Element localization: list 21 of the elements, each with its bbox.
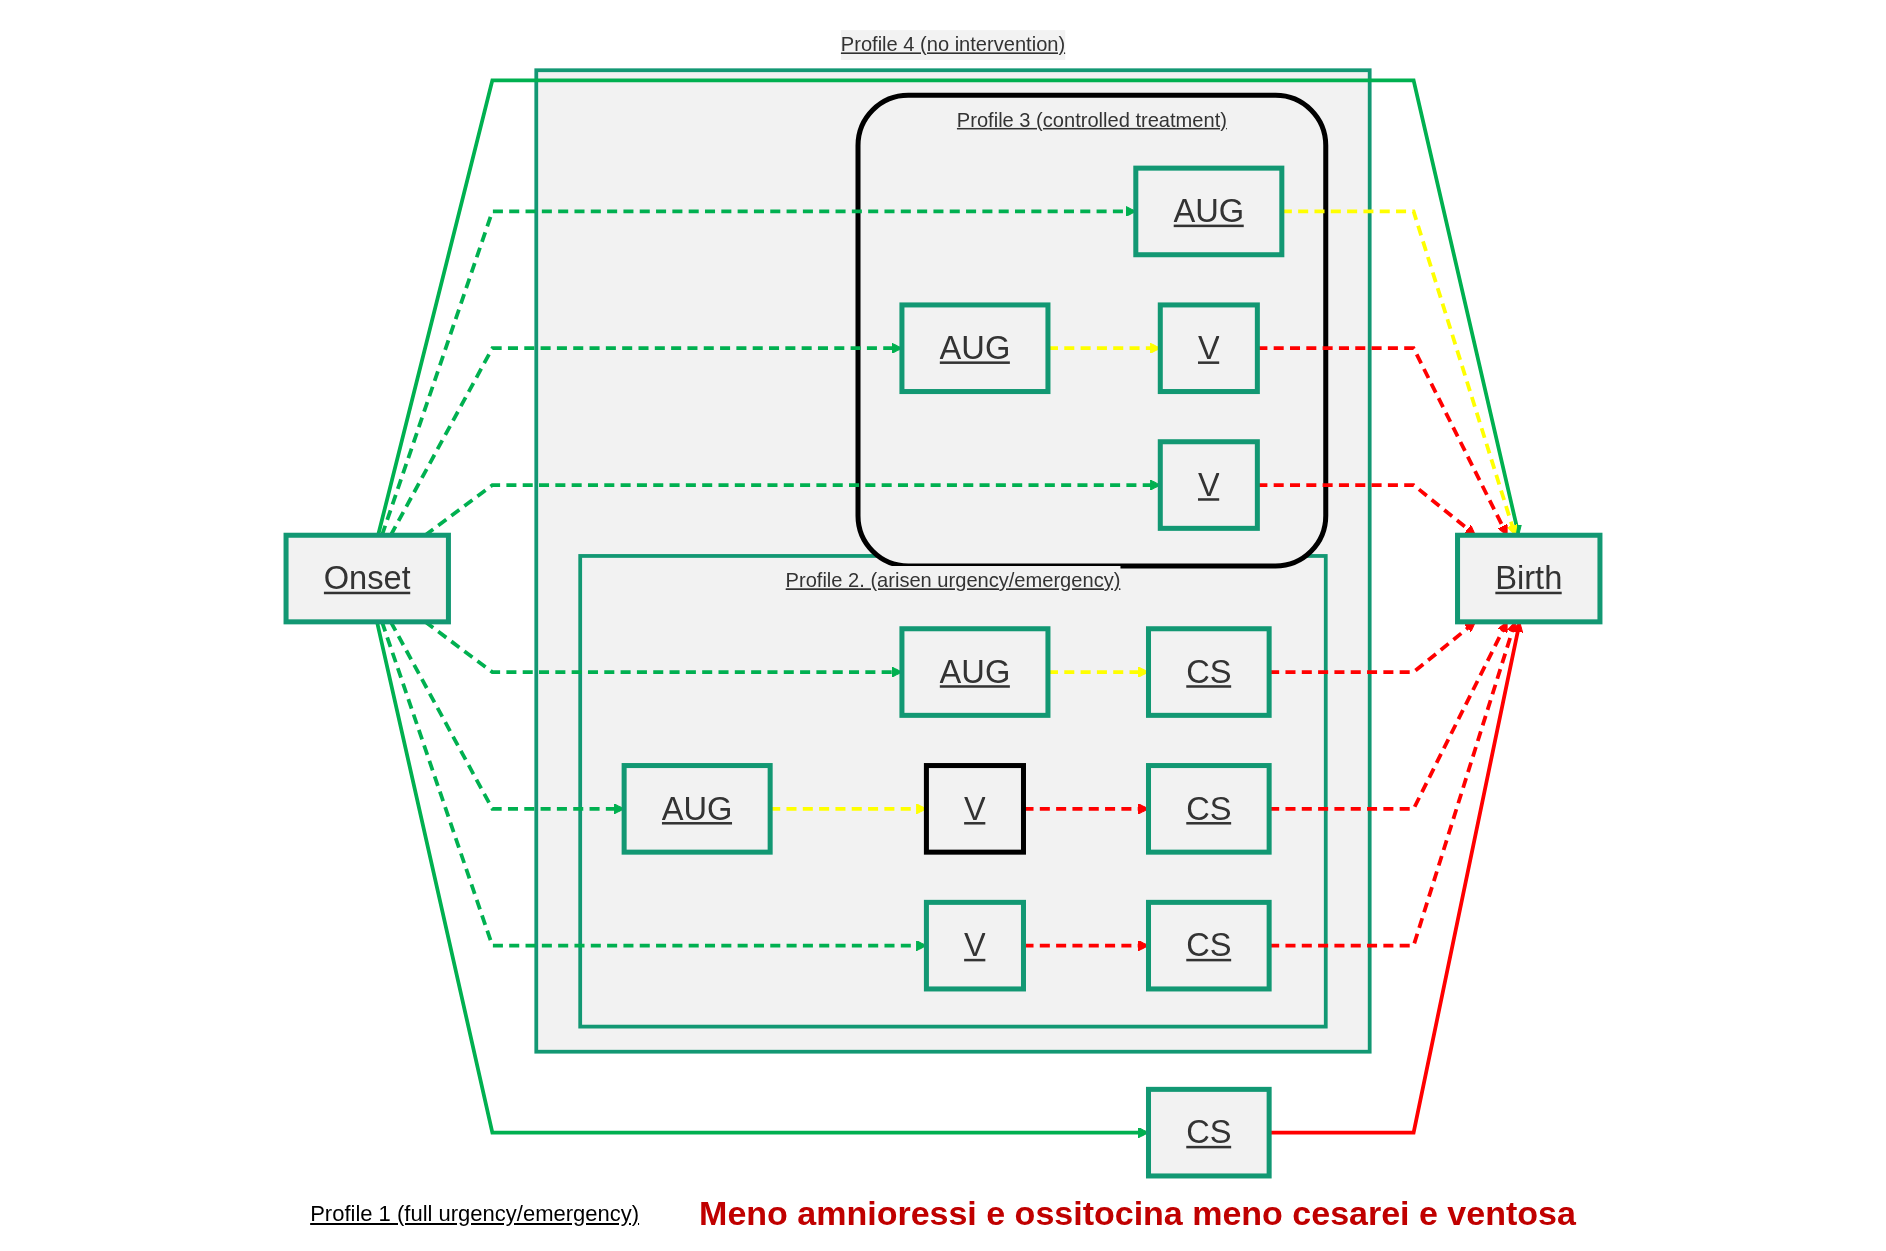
node-box: AUG (899, 626, 1051, 718)
arrow (1023, 940, 1149, 952)
node-box: V (1157, 439, 1260, 531)
node-box: Onset (283, 532, 451, 625)
cluster (534, 68, 1372, 1054)
node-box: CS (1146, 763, 1272, 855)
node-box: CS (1146, 1086, 1272, 1179)
arrow (770, 803, 927, 815)
annotation-text: Meno amnioressi e ossitocina meno cesarei e ventosa (699, 1194, 1576, 1233)
node-box: V (1157, 302, 1260, 395)
node-box: V (923, 763, 1026, 855)
node-box: AUG (899, 302, 1051, 395)
node-box: Birth (1455, 532, 1603, 625)
node-box: AUG (1133, 165, 1285, 258)
node-box: CS (1146, 626, 1272, 718)
node-box: AUG (621, 763, 773, 855)
node-box: V (923, 899, 1026, 992)
profile-label: Profile 1 (full urgency/emergency) (310, 1200, 640, 1227)
arrow (1023, 803, 1149, 815)
node-box: CS (1146, 899, 1272, 992)
node-label: Profile 4 (no intervention) (840, 33, 1066, 56)
